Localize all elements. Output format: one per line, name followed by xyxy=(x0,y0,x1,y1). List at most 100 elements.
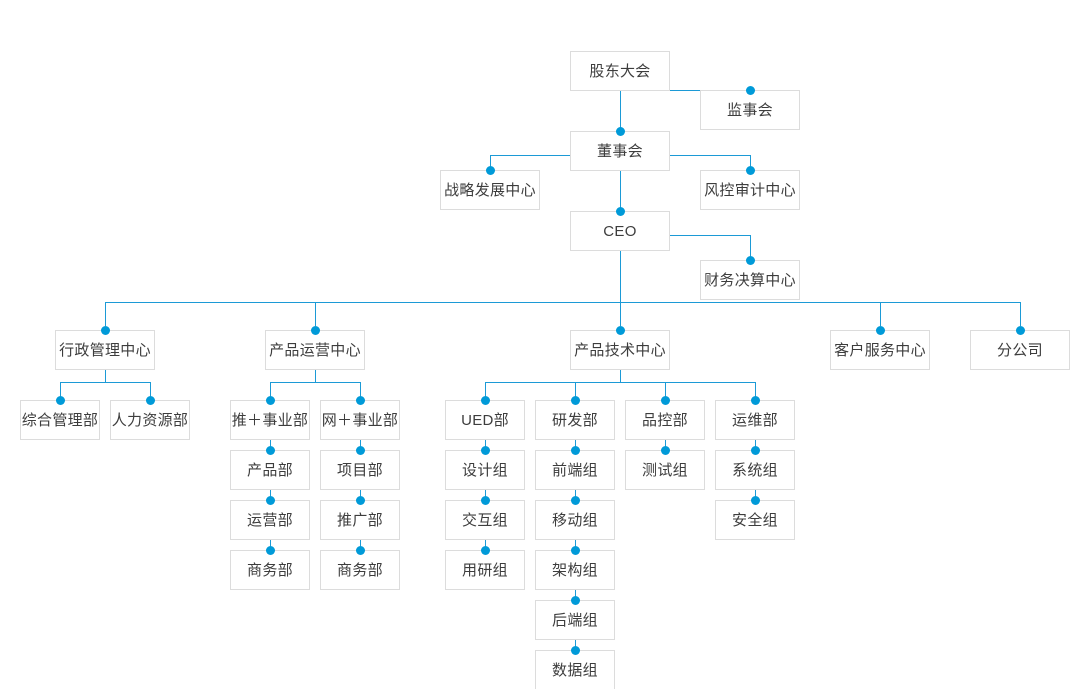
connector-dot-product-dept xyxy=(265,445,275,455)
node-label-mobile-group: 移动组 xyxy=(552,511,598,529)
connector-board-to-risk-h xyxy=(670,155,750,156)
connector-dot-admin-center xyxy=(100,325,110,335)
node-ops-dept[interactable]: 运营部 xyxy=(230,500,310,540)
node-label-promo-dept: 推广部 xyxy=(337,511,383,529)
node-label-project-dept: 项目部 xyxy=(337,461,383,479)
node-product-tech-center[interactable]: 产品技术中心 xyxy=(570,330,670,370)
node-risk-audit[interactable]: 风控审计中心 xyxy=(700,170,800,210)
node-devops-dept[interactable]: 运维部 xyxy=(715,400,795,440)
connector-ops-bus-h xyxy=(270,382,360,383)
connector-dot-data-group xyxy=(570,645,580,655)
node-product-dept[interactable]: 产品部 xyxy=(230,450,310,490)
node-label-general-admin: 综合管理部 xyxy=(21,411,99,429)
connector-dot-devops xyxy=(750,395,760,405)
node-label-test-group: 测试组 xyxy=(642,461,688,479)
node-promo-dept[interactable]: 推广部 xyxy=(320,500,400,540)
node-label-tui-bu: 推＋事业部 xyxy=(231,411,309,429)
connector-dot-mobile-group xyxy=(570,495,580,505)
node-label-ceo: CEO xyxy=(603,222,637,240)
connector-dot-product-tech-center xyxy=(615,325,625,335)
connector-dot-system-group xyxy=(750,445,760,455)
connector-dot-ued xyxy=(480,395,490,405)
node-label-risk-audit: 风控审计中心 xyxy=(704,181,796,199)
connector-dot-risk-audit xyxy=(745,165,755,175)
connector-dot-customer-service xyxy=(875,325,885,335)
node-backend-group[interactable]: 后端组 xyxy=(535,600,615,640)
node-frontend-group[interactable]: 前端组 xyxy=(535,450,615,490)
node-label-design-group: 设计组 xyxy=(462,461,508,479)
node-rd-dept[interactable]: 研发部 xyxy=(535,400,615,440)
connector-dot-security-group xyxy=(750,495,760,505)
connector-level4-drop-cs xyxy=(880,302,881,326)
node-biz-dept-1[interactable]: 商务部 xyxy=(230,550,310,590)
node-label-devops-dept: 运维部 xyxy=(732,411,778,429)
node-shareholders[interactable]: 股东大会 xyxy=(570,51,670,91)
connector-level4-drop-admin xyxy=(105,302,106,326)
node-wang-bu[interactable]: 网＋事业部 xyxy=(320,400,400,440)
node-label-admin-center: 行政管理中心 xyxy=(59,341,151,359)
connector-dot-hr xyxy=(145,395,155,405)
connector-ceo-down-v xyxy=(620,251,621,303)
node-general-admin[interactable]: 综合管理部 xyxy=(20,400,100,440)
node-label-arch-group: 架构组 xyxy=(552,561,598,579)
node-ued-dept[interactable]: UED部 xyxy=(445,400,525,440)
node-label-backend-group: 后端组 xyxy=(552,611,598,629)
node-finance[interactable]: 财务决算中心 xyxy=(700,260,800,300)
connector-board-to-risk-v xyxy=(750,155,751,173)
node-system-group[interactable]: 系统组 xyxy=(715,450,795,490)
node-test-group[interactable]: 测试组 xyxy=(625,450,705,490)
node-board[interactable]: 董事会 xyxy=(570,131,670,171)
node-label-data-group: 数据组 xyxy=(552,661,598,679)
node-biz-dept-2[interactable]: 商务部 xyxy=(320,550,400,590)
node-label-supervisors: 监事会 xyxy=(727,101,773,119)
connector-tech-drop-2 xyxy=(575,382,576,404)
connector-tech-bus-h xyxy=(485,382,755,383)
node-label-strategy: 战略发展中心 xyxy=(444,181,536,199)
node-label-customer-service-center: 客户服务中心 xyxy=(834,341,926,359)
node-mobile-group[interactable]: 移动组 xyxy=(535,500,615,540)
node-hr[interactable]: 人力资源部 xyxy=(110,400,190,440)
connector-dot-frontend-group xyxy=(570,445,580,455)
node-design-group[interactable]: 设计组 xyxy=(445,450,525,490)
connector-board-to-strategy-v xyxy=(490,155,491,173)
connector-dot-supervisors xyxy=(745,85,755,95)
connector-dot-ops-dept xyxy=(265,495,275,505)
connector-admin-bus-h xyxy=(60,382,150,383)
node-interaction-group[interactable]: 交互组 xyxy=(445,500,525,540)
node-product-ops-center[interactable]: 产品运营中心 xyxy=(265,330,365,370)
node-project-dept[interactable]: 项目部 xyxy=(320,450,400,490)
connector-dot-research-group xyxy=(480,545,490,555)
connector-dot-test-group xyxy=(660,445,670,455)
node-data-group[interactable]: 数据组 xyxy=(535,650,615,689)
node-label-product-tech-center: 产品技术中心 xyxy=(574,341,666,359)
node-label-research-group: 用研组 xyxy=(462,561,508,579)
connector-ops-down-v xyxy=(315,370,316,382)
node-supervisors[interactable]: 监事会 xyxy=(700,90,800,130)
node-tui-bu[interactable]: 推＋事业部 xyxy=(230,400,310,440)
connector-dot-promo-dept xyxy=(355,495,365,505)
node-customer-service-center[interactable]: 客户服务中心 xyxy=(830,330,930,370)
connector-dot-tui-bu xyxy=(265,395,275,405)
connector-dot-product-ops-center xyxy=(310,325,320,335)
connector-tech-drop-3 xyxy=(665,382,666,404)
connector-ops-drop-2 xyxy=(360,382,361,404)
connector-dot-rd xyxy=(570,395,580,405)
node-ceo[interactable]: CEO xyxy=(570,211,670,251)
node-arch-group[interactable]: 架构组 xyxy=(535,550,615,590)
connector-level4-drop-branch xyxy=(1020,302,1021,326)
node-label-board: 董事会 xyxy=(597,142,643,160)
node-admin-center[interactable]: 行政管理中心 xyxy=(55,330,155,370)
connector-level4-bus-h xyxy=(105,302,1020,303)
node-label-system-group: 系统组 xyxy=(732,461,778,479)
node-branch-company[interactable]: 分公司 xyxy=(970,330,1070,370)
node-label-security-group: 安全组 xyxy=(732,511,778,529)
node-qa-dept[interactable]: 品控部 xyxy=(625,400,705,440)
node-label-interaction-group: 交互组 xyxy=(462,511,508,529)
node-label-branch-company: 分公司 xyxy=(997,341,1043,359)
node-research-group[interactable]: 用研组 xyxy=(445,550,525,590)
connector-ceo-to-finance-h xyxy=(670,235,750,236)
connector-tech-down-v xyxy=(620,370,621,382)
node-strategy[interactable]: 战略发展中心 xyxy=(440,170,540,210)
node-security-group[interactable]: 安全组 xyxy=(715,500,795,540)
